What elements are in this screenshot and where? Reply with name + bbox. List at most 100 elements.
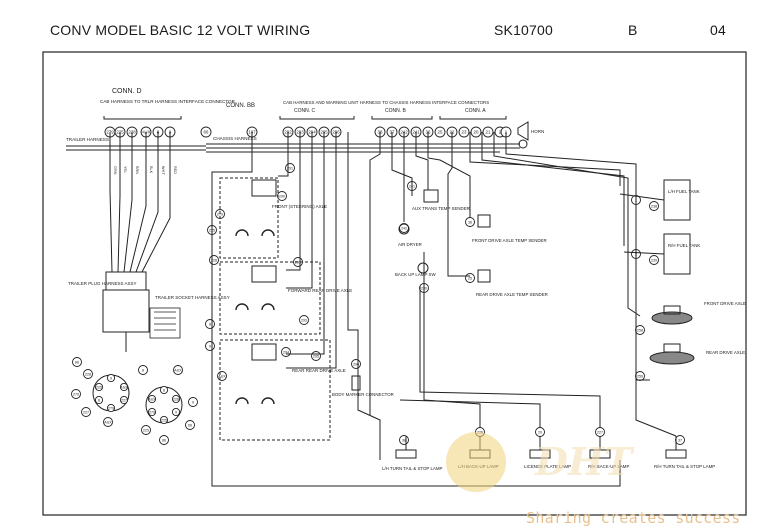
conn-c-label: CONN. C [294, 108, 316, 114]
face-b-pin-4-label: 9 [175, 411, 177, 415]
face-b-pin-0-circle [159, 385, 169, 395]
lamp-icon [395, 436, 417, 459]
cab-to-chassis-label: CAB HARNESS AND WARNING UNIT HARNESS TO … [283, 100, 489, 105]
face-outer-pin-5-label: 8 [142, 369, 144, 373]
conn-b-label: CONN. B [385, 108, 407, 114]
wire-number-18-label: 25 [468, 277, 472, 281]
face-outer-pin-2-circle [71, 389, 81, 399]
branch-wires [211, 132, 677, 487]
pin-conn_a-4-label: 2 [499, 130, 502, 135]
face-b-pin-3-label: 279 [149, 411, 155, 415]
pin-conn_a-1-circle [458, 126, 470, 138]
front-drive-axle-label: FRONT DRIVE AXLE [704, 301, 746, 306]
wire-number-22-label: 239 [651, 259, 657, 263]
watermark-logo: DHT [446, 432, 635, 492]
face-outer-pin-6-circle [173, 365, 183, 375]
wire-number-9-circle [299, 315, 309, 325]
wire-color-label-4: WHT [161, 166, 165, 175]
wire-number-22-circle [649, 255, 659, 265]
rear-drive-axle-label: REAR DRIVE AXLE [706, 350, 745, 355]
rear-rear-axle-label: REAR REAR DRIVE AXLE [292, 368, 346, 373]
face-outer-pin-4-circle [103, 417, 113, 427]
wire-number-26-label: 227 [597, 431, 603, 435]
sender-icon [398, 189, 491, 283]
wire-number-17-label: 36 [468, 221, 472, 225]
rear-drive-sender-label: REAR DRIVE AXLE TEMP SENDER [476, 292, 548, 297]
face-outer-pin-4-label: AUX [104, 421, 112, 425]
wire-number-3-label: AUX [218, 375, 226, 379]
wire-number-24-label: 259 [637, 375, 643, 379]
face-a-pin-0-label: 9 [110, 377, 112, 381]
face-outer-pin-5-circle [138, 365, 148, 375]
face-outer-pin-8-label: 66 [188, 424, 192, 428]
axle-boxes [219, 177, 331, 441]
face-outer-pin-10-label: 66 [162, 439, 166, 443]
chassis-harness-label: CHASSIS HARNESS [213, 136, 257, 141]
face-outer-pin-2-label: 279 [73, 393, 79, 397]
aux-trans-label: AUX TRANS TEMP SENDER [412, 206, 470, 211]
face-a-pin-5-label: 279 [108, 407, 114, 411]
wire-number-9-label: 293 [301, 319, 307, 323]
trailer-plug-label: TRAILER PLUG HARNESS ASSY [68, 281, 137, 286]
drive-axle-units [649, 305, 695, 365]
pin-conn_a-2-label: 20 [474, 130, 479, 135]
wire-number-5-label: 9 [209, 345, 211, 349]
face-outer-pin-6-label: AUX [174, 369, 182, 373]
face-a-pin-1-label: 225 [96, 386, 102, 390]
face-a-pin-3-circle [94, 395, 104, 405]
face-b-pin-5-circle [159, 415, 169, 425]
forward-rear-axle-label: FORWARD REAR DRIVE AXLE [288, 288, 352, 293]
wire-number-8-label: 292 [295, 261, 301, 265]
conn-d-desc: CAB HARNESS TO TRLR HARNESS INTERFACE CO… [100, 99, 236, 104]
pin-conn_a-3-label: 21 [486, 130, 491, 135]
trailer-harness-label: TRAILER HARNESS [66, 137, 109, 142]
backup-sw-label: BACK UP LAMP SW [395, 272, 436, 277]
horn-label: HORN [531, 129, 544, 134]
face-b-pin-0-label: 8 [163, 389, 165, 393]
face-outer-pin-10-circle [159, 435, 169, 445]
diagram-title: CONV MODEL BASIC 12 VOLT WIRING [50, 22, 311, 38]
wire-color-label-0: GRN [113, 166, 117, 175]
watermark-text: Sharing creates success [526, 509, 741, 527]
rh-turn-label: R/H TURN TAIL & STOP LAMP [654, 464, 715, 469]
rh-fuel-label: R/H FUEL TANK [668, 243, 700, 248]
lamp-icon [665, 436, 687, 459]
fuel-tank-wires [619, 193, 665, 255]
pin-66-label: 66 [204, 130, 209, 135]
pin-conn_b-5-circle [434, 126, 446, 138]
face-outer-pin-1-circle [83, 369, 93, 379]
face-outer-pin-8-circle [185, 420, 195, 430]
wire-number-21-circle [649, 201, 659, 211]
face-outer-pin-7-circle [188, 397, 198, 407]
socket-harness [149, 307, 181, 339]
axle-icon [235, 229, 275, 405]
face-outer-pin-7-label: 9 [192, 401, 194, 405]
face-outer-pin-3-label: 227 [83, 411, 89, 415]
face-a-pin-3-label: 8 [98, 399, 100, 403]
conn-d-label: CONN. D [112, 88, 142, 95]
wire-number-7-label: 290 [279, 195, 285, 199]
gauge-icon [663, 179, 691, 275]
wire-number-6-label: 291 [287, 167, 293, 171]
rh-backup-label: R/H BACK-UP LAMP [588, 464, 629, 469]
face-b-pin-1-circle [147, 394, 157, 404]
face-a-pin-0-circle [106, 373, 116, 383]
wire-color-label-5: RED [173, 166, 177, 174]
svg-text:DHT: DHT [534, 439, 635, 484]
wire-number-27-label: 20 [538, 431, 542, 435]
trailer-wires [102, 132, 171, 352]
horn-icon [517, 121, 529, 149]
face-outer-pin-1-label: 228 [85, 373, 91, 377]
face-outer-pin-0-circle [72, 357, 82, 367]
revision-letter: B [628, 22, 638, 38]
sheet-number: 04 [710, 22, 726, 38]
face-b-pin-4-circle [171, 407, 181, 417]
face-a-pin-4-circle [119, 395, 129, 405]
wire-number-14-label: 37 [678, 439, 682, 443]
face-a-pin-1-circle [94, 382, 104, 392]
pin-conn_a-1-label: 23 [462, 130, 467, 135]
wire-color-label-1: YEL [123, 166, 127, 173]
face-a-pin-5-circle [106, 403, 116, 413]
wire-number-10-label: 294 [283, 351, 289, 355]
licence-label: LICENCE PLATE LAMP [524, 464, 571, 469]
